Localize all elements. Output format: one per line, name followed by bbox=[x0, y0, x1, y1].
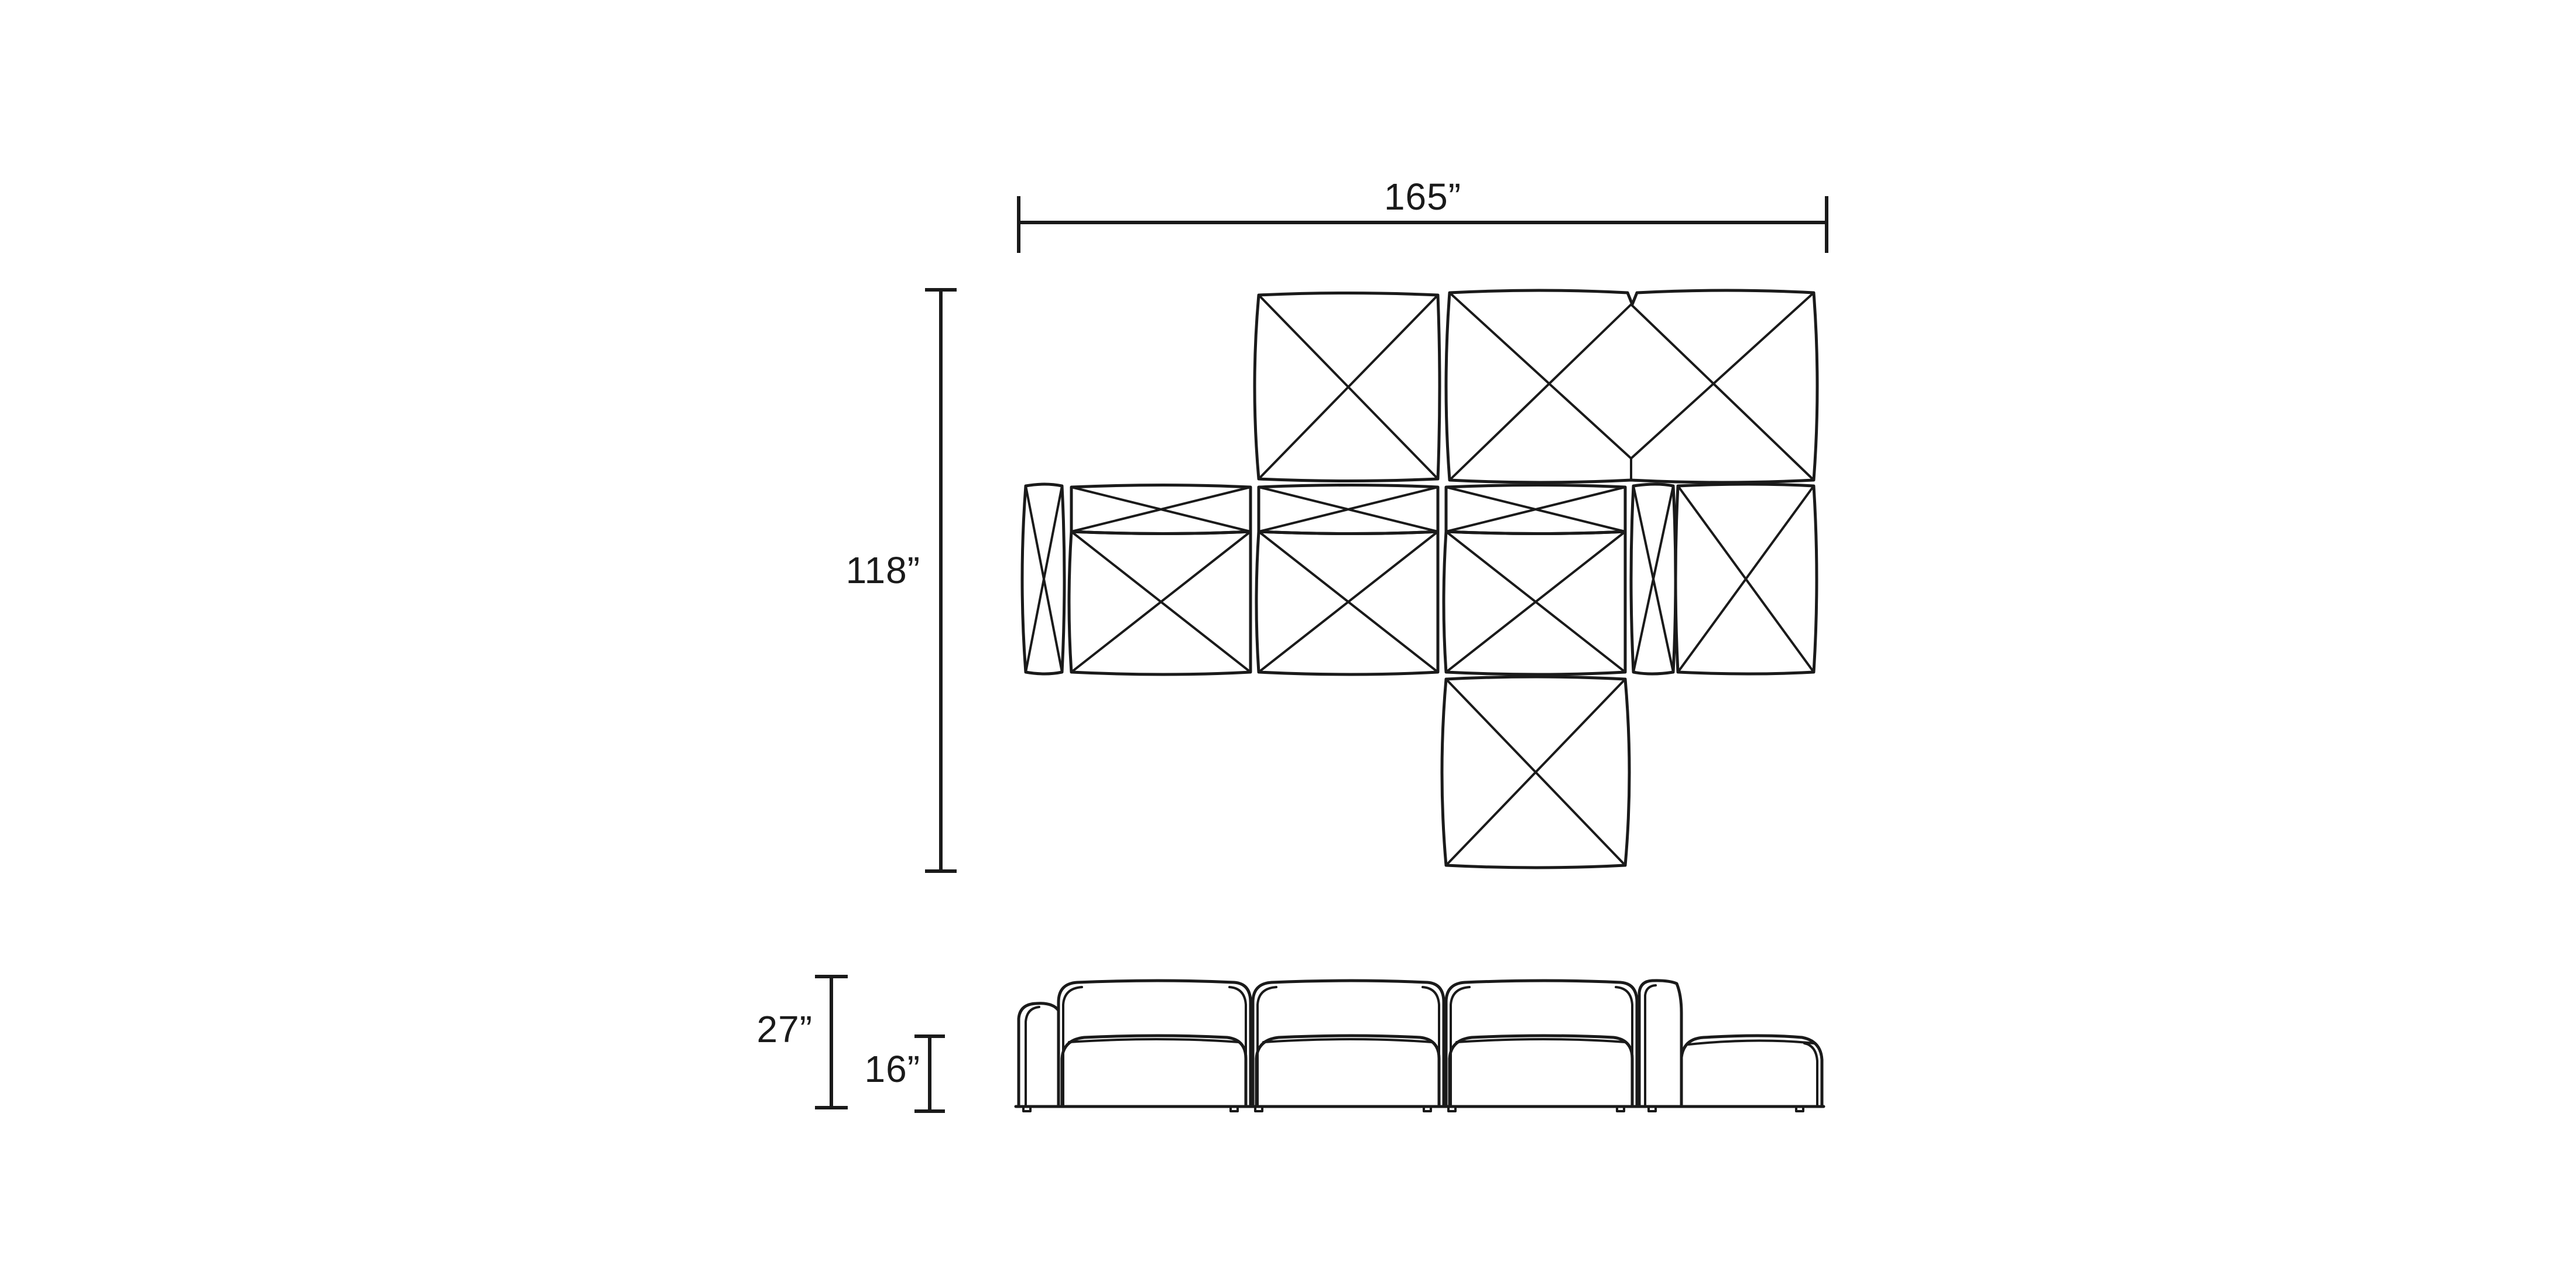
front-seat-3 bbox=[1444, 979, 1639, 1112]
front-elevation bbox=[1014, 979, 1825, 1112]
top-ottoman-1 bbox=[1253, 292, 1441, 482]
front-seat-1 bbox=[1057, 979, 1252, 1112]
height-dimension: 27” bbox=[757, 975, 848, 1109]
seat-module-3 bbox=[1442, 484, 1627, 676]
depth-dimension: 118” bbox=[846, 288, 957, 873]
seat-height-dimension-label: 16” bbox=[865, 1048, 921, 1090]
width-dimension-label: 165” bbox=[1384, 176, 1461, 218]
front-ottoman bbox=[1440, 675, 1631, 869]
front-seat-2 bbox=[1251, 979, 1445, 1112]
left-arm bbox=[1020, 482, 1066, 676]
seat-module-2 bbox=[1255, 484, 1440, 676]
front-right-arm bbox=[1638, 979, 1683, 1112]
depth-dimension-label: 118” bbox=[846, 549, 920, 591]
front-chaise bbox=[1680, 1034, 1824, 1112]
height-dimension-label: 27” bbox=[757, 1008, 813, 1050]
seat-height-dimension: 16” bbox=[865, 1034, 945, 1113]
right-ottoman bbox=[1674, 482, 1818, 676]
top-view-plan bbox=[1020, 289, 1819, 869]
top-corner-wide bbox=[1444, 289, 1819, 484]
width-dimension: 165” bbox=[1017, 176, 1828, 253]
right-arm bbox=[1629, 482, 1677, 676]
seat-module-1 bbox=[1067, 484, 1252, 676]
front-left-arm bbox=[1017, 1002, 1060, 1112]
